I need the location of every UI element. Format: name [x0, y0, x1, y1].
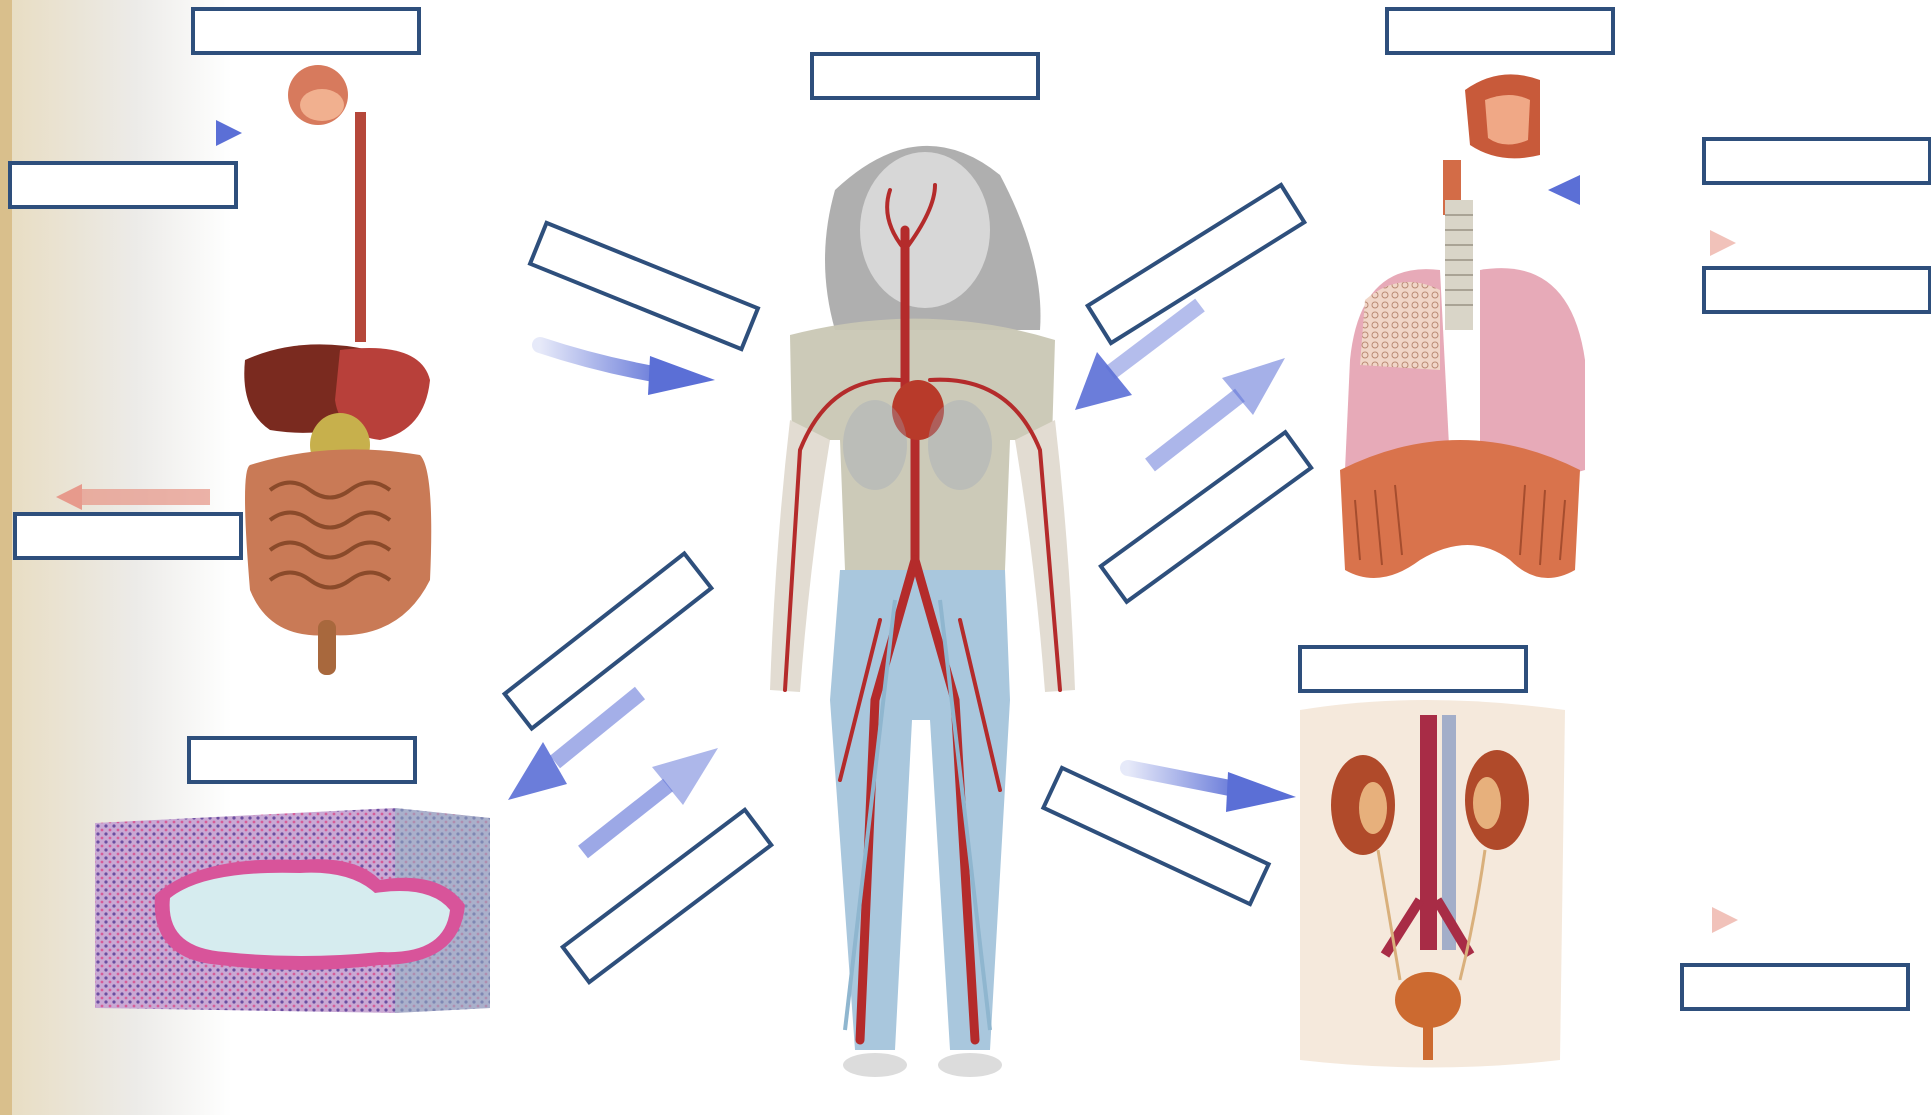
- urinary-system-icon: [1300, 700, 1565, 1068]
- urinary-output-box[interactable]: [1680, 963, 1910, 1011]
- respiratory-input-box[interactable]: [1702, 137, 1931, 185]
- circulatory-system-title-box[interactable]: [810, 52, 1040, 100]
- digestive-input-box[interactable]: [8, 161, 238, 209]
- respiratory-system-title-box[interactable]: [1385, 7, 1615, 55]
- digestive-output-box[interactable]: [13, 512, 243, 560]
- digestive-system-title-box[interactable]: [191, 7, 421, 55]
- tissue-title-box[interactable]: [187, 736, 417, 784]
- epithelial-tissue-icon: [95, 808, 490, 1013]
- urinary-system-title-box[interactable]: [1298, 645, 1528, 693]
- respiratory-output-box[interactable]: [1702, 266, 1931, 314]
